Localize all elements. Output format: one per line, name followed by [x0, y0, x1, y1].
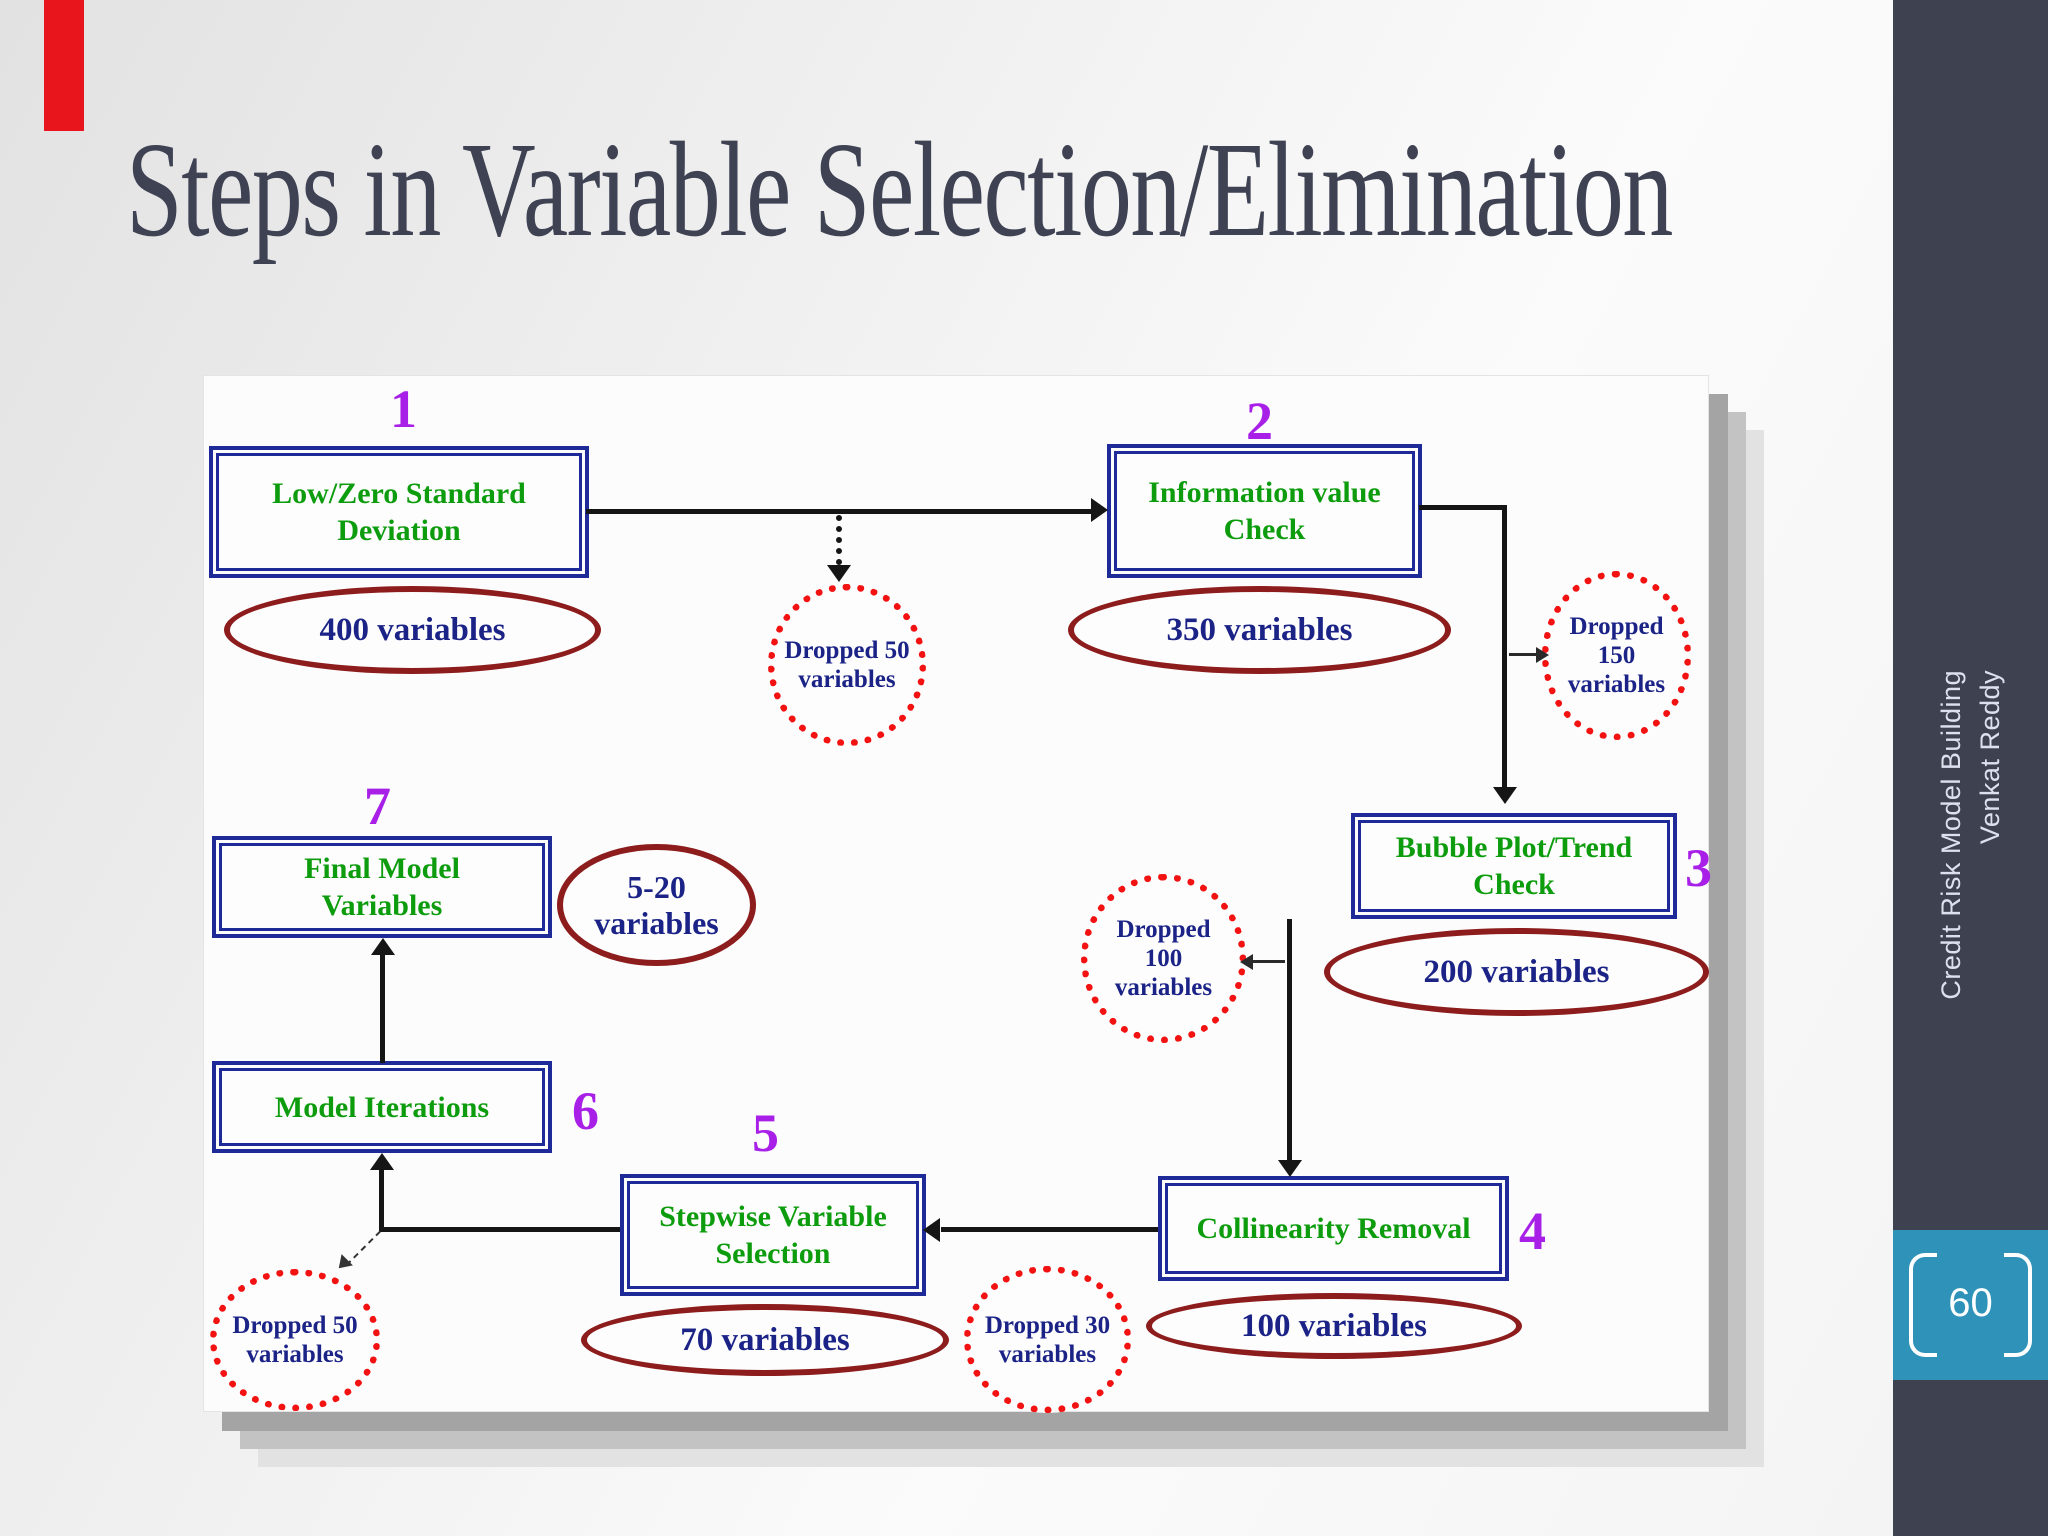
arrowhead-right-icon: [1536, 647, 1549, 663]
dotted-arrow-to-dropped50: [836, 515, 842, 565]
step-number-6: 6: [572, 1081, 599, 1141]
flow-box-low-zero-std-deviation: Low/Zero Standard Deviation: [209, 446, 589, 578]
flow-box-final-model-variables: Final Model Variables: [212, 836, 552, 938]
drop-label-line1: Dropped 50: [784, 637, 910, 664]
drop-label-line1: Dropped 50: [232, 1312, 358, 1339]
drop-label-line1: Dropped: [1116, 916, 1211, 943]
arrowhead-right-icon: [1091, 498, 1108, 522]
elbow-box2-vertical: [1502, 505, 1507, 787]
arrowhead-left-icon: [1240, 954, 1253, 970]
arrowhead-down-icon: [827, 565, 851, 582]
accent-bar: [44, 0, 84, 131]
arrow-box6-to-box7: [380, 954, 385, 1063]
count-ellipse-5-20-variables: 5-20 variables: [557, 844, 756, 966]
elbow-box5-vertical: [379, 1169, 384, 1229]
drop-label-line2: 100: [1144, 945, 1183, 972]
flow-box-label: Model Iterations: [274, 1090, 490, 1124]
drop-circle-dropped-150: Dropped 150 variables: [1542, 571, 1691, 740]
step-number-4: 4: [1519, 1201, 1546, 1261]
course-title: Credit Risk Model Building: [1935, 670, 1966, 1000]
step-number-2: 2: [1246, 391, 1273, 451]
count-ellipse-100-variables: 100 variables: [1146, 1293, 1522, 1359]
count-label: 70 variables: [680, 1322, 850, 1358]
count-ellipse-70-variables: 70 variables: [581, 1304, 949, 1376]
drop-label-line3: variables: [1567, 671, 1666, 698]
count-ellipse-350-variables: 350 variables: [1068, 586, 1451, 674]
flow-box-label: Bubble Plot/Trend Check: [1395, 831, 1633, 901]
arrowhead-up-icon: [370, 1153, 394, 1170]
branch-arrow-to-dropped100: [1252, 960, 1285, 963]
flow-box-label: Collinearity Removal: [1196, 1212, 1471, 1245]
drop-circle-dropped-50-bottom: Dropped 50 variables: [210, 1269, 380, 1411]
flow-box-label: Final Model Variables: [304, 852, 460, 922]
dashed-arrow-to-dropped50-bottom: [345, 1230, 381, 1266]
drop-circle-dropped-100: Dropped 100 variables: [1081, 874, 1246, 1043]
flow-box-bubble-plot-trend-check: Bubble Plot/Trend Check: [1351, 813, 1677, 919]
branch-arrow-to-dropped150: [1509, 653, 1539, 656]
arrowhead-down-left-icon: [333, 1254, 353, 1274]
flow-box-label: Information value Check: [1148, 476, 1381, 546]
drop-label-line2: variables: [798, 666, 896, 693]
page-bracket-right-icon: [2004, 1253, 2032, 1357]
arrow-box3-to-box4: [1287, 919, 1292, 1160]
drop-label-line1: Dropped: [1569, 613, 1664, 640]
diagram-panel: 1 2 3 4 5 6 7 Low/Zero Standard Deviatio…: [203, 375, 1712, 1413]
drop-label-line3: variables: [1114, 974, 1213, 1001]
drop-circle-dropped-30: Dropped 30 variables: [964, 1266, 1131, 1413]
step-number-7: 7: [364, 776, 391, 836]
drop-label-line2: variables: [246, 1341, 344, 1368]
drop-circle-dropped-50-top: Dropped 50 variables: [768, 584, 926, 746]
elbow-box5-horizontal: [379, 1227, 620, 1232]
arrowhead-down-icon: [1278, 1160, 1302, 1177]
page-number-badge: 60: [1893, 1230, 2048, 1380]
count-ellipse-400-variables: 400 variables: [224, 586, 601, 674]
flow-box-model-iterations: Model Iterations: [212, 1061, 552, 1153]
arrow-box1-to-box2: [586, 509, 1091, 514]
flow-box-label: Low/Zero Standard Deviation: [272, 477, 526, 547]
arrowhead-left-icon: [923, 1218, 940, 1242]
arrow-box4-to-box5: [941, 1227, 1158, 1232]
flow-box-collinearity-removal: Collinearity Removal: [1158, 1176, 1509, 1281]
arrowhead-up-icon: [371, 938, 395, 955]
author-name: Venkat Reddy: [1974, 670, 2005, 845]
count-label: 350 variables: [1166, 612, 1353, 648]
count-label: 400 variables: [319, 612, 506, 648]
step-number-3: 3: [1685, 838, 1712, 898]
step-number-5: 5: [752, 1103, 779, 1163]
flow-box-information-value-check: Information value Check: [1107, 444, 1422, 578]
drop-label-line1: Dropped 30: [984, 1311, 1111, 1339]
page-number: 60: [1948, 1280, 1993, 1325]
count-ellipse-200-variables: 200 variables: [1324, 928, 1709, 1016]
page-title: Steps in Variable Selection/Elimination: [126, 115, 1673, 265]
elbow-box2-horizontal: [1419, 505, 1507, 510]
drop-label-line2: variables: [998, 1340, 1097, 1368]
flow-box-label: Stepwise Variable Selection: [659, 1200, 887, 1270]
count-label-line2: variables: [594, 905, 719, 941]
count-label-line1: 5-20: [627, 869, 686, 905]
arrowhead-down-icon: [1493, 787, 1517, 804]
drop-label-line2: 150: [1597, 642, 1636, 669]
flow-box-stepwise-variable-selection: Stepwise Variable Selection: [620, 1174, 926, 1296]
step-number-1: 1: [390, 379, 417, 439]
count-label: 100 variables: [1240, 1308, 1428, 1344]
page-bracket-left-icon: [1909, 1253, 1937, 1357]
count-label: 200 variables: [1423, 954, 1610, 990]
sidebar-vertical-text: Credit Risk Model Building Venkat Reddy: [1893, 670, 2048, 1120]
